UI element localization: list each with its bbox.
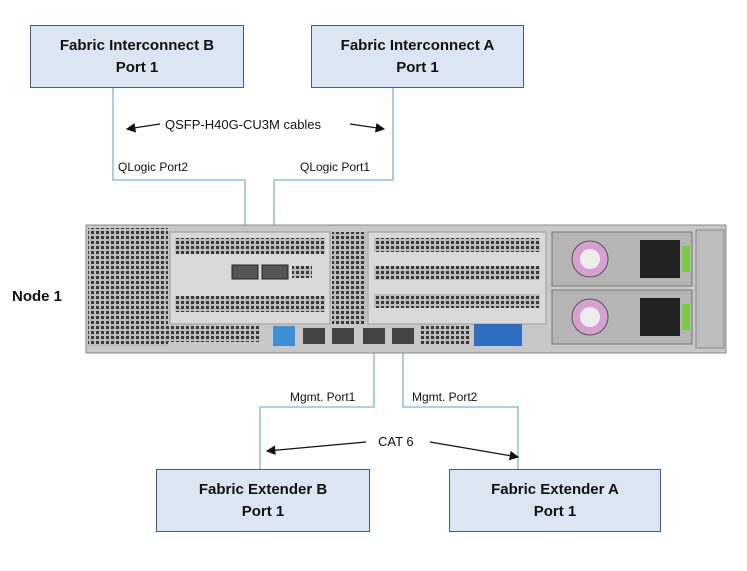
qsfp-port-1 [261,264,289,280]
fabric-extender-b-title: Fabric Extender B [198,480,328,498]
qsfp-port-2 [231,264,259,280]
fabric-interconnect-b-port: Port 1 [115,58,159,76]
mgmt-port-2-jack [392,328,414,344]
mgmt-wires [259,338,519,469]
fabric-interconnect-b-title: Fabric Interconnect B [59,36,215,54]
cat6-label: CAT 6 [378,434,414,449]
mgmt-port2-label: Mgmt. Port2 [412,390,478,404]
fabric-interconnect-a-title: Fabric Interconnect A [340,36,495,54]
wire-qlogic-port2 [112,88,246,268]
arrow-cat6-left [265,441,367,456]
fabric-extender-b-box: Fabric Extender B Port 1 [156,469,370,532]
qsfp-cables-label: QSFP-H40G-CU3M cables [165,117,322,132]
arrow-qsfp-left [125,122,161,133]
qlogic-port1-label: QLogic Port1 [300,160,371,174]
usb-ports [273,326,295,346]
mgmt-port1-label: Mgmt. Port1 [290,390,356,404]
arrow-qsfp-right [349,123,386,133]
fabric-extender-a-box: Fabric Extender A Port 1 [449,469,661,532]
qlogic-wires [112,88,394,268]
mgmt-port-1-jack [363,328,385,344]
wire-mgmt-port2 [402,338,519,469]
fabric-extender-b-port: Port 1 [241,502,285,520]
wire-mgmt-port1 [259,338,375,469]
fabric-interconnect-a-box: Fabric Interconnect A Port 1 [311,25,524,88]
wire-qlogic-port1 [273,88,394,268]
fabric-extender-a-title: Fabric Extender A [491,480,619,498]
arrow-cat6-right [429,441,520,461]
lan-port-2 [332,328,354,344]
server-rear-panel [85,224,727,354]
qlogic-port2-label: QLogic Port2 [118,160,189,174]
node-label: Node 1 [12,288,63,305]
vga-port [474,324,522,346]
fabric-interconnect-a-port: Port 1 [396,58,439,76]
fabric-extender-a-port: Port 1 [533,502,577,520]
fabric-interconnect-b-box: Fabric Interconnect B Port 1 [30,25,244,88]
lan-port-1 [303,328,325,344]
